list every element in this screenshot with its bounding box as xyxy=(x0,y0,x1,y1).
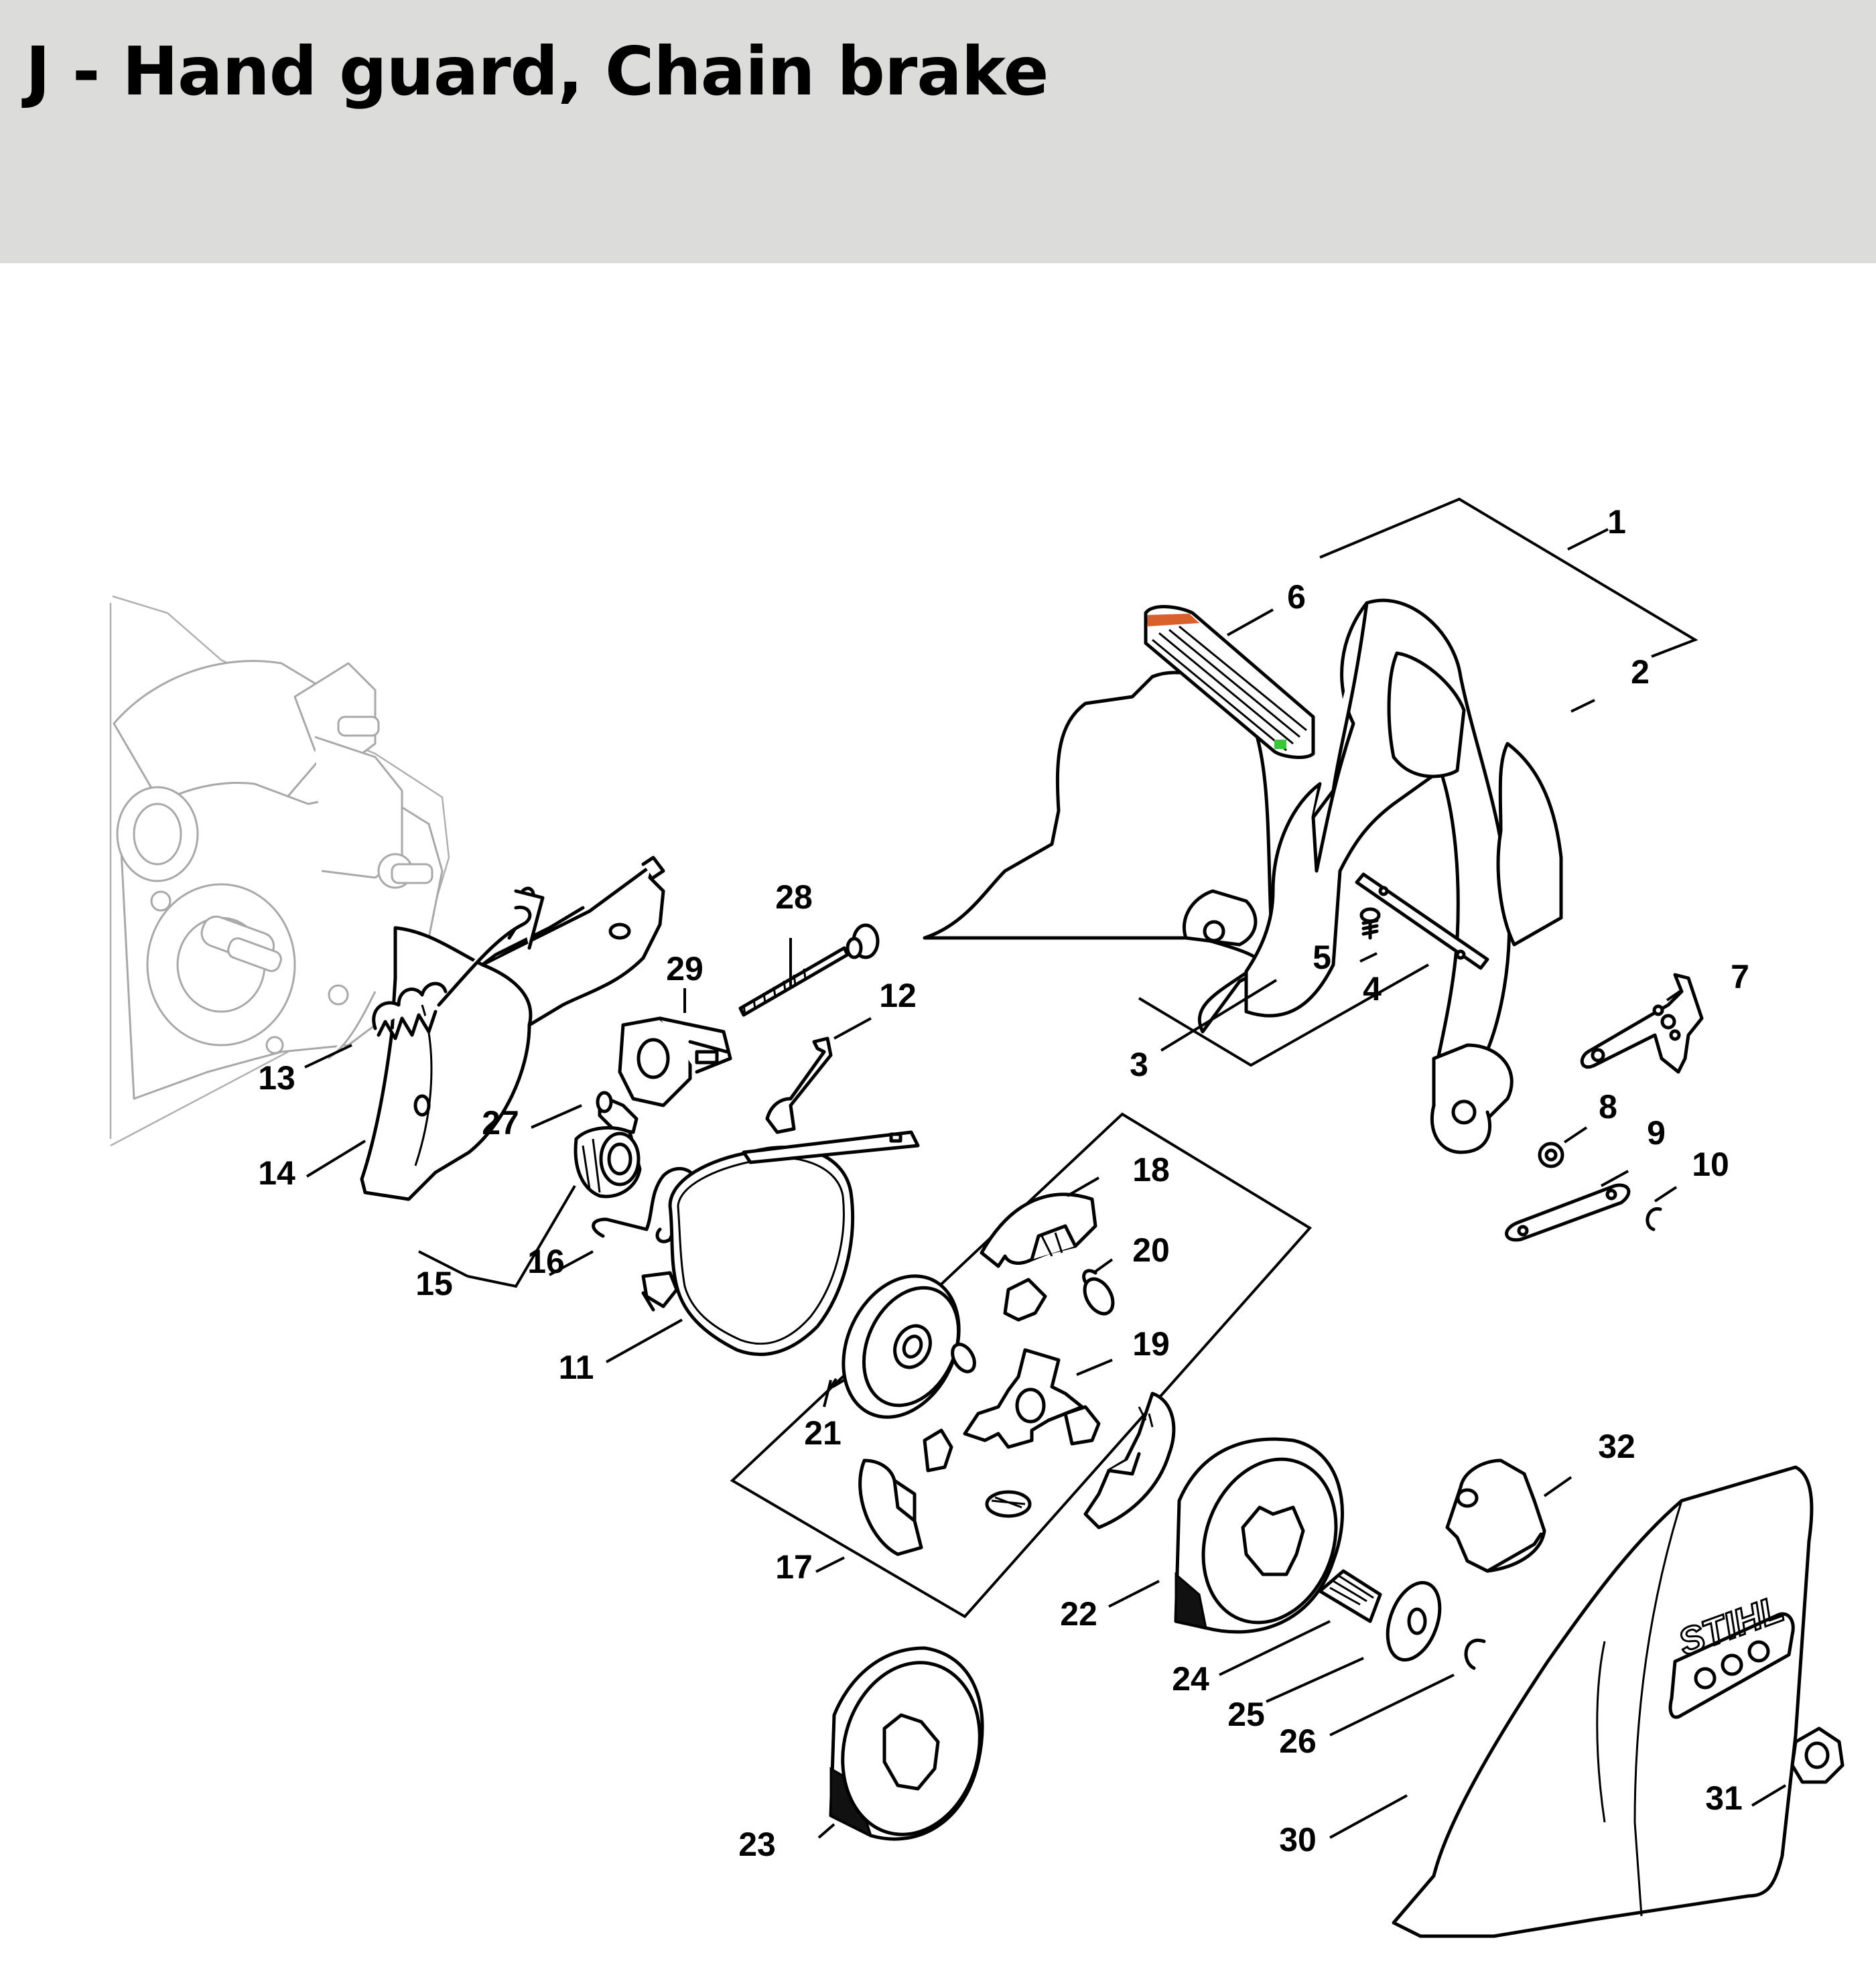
rim-sprocket-drum-part xyxy=(829,1646,984,1841)
callout-30: 30 xyxy=(1279,1821,1317,1858)
callout-16: 16 xyxy=(527,1243,565,1280)
callout-19: 19 xyxy=(1132,1325,1170,1363)
callout-3: 3 xyxy=(1130,1046,1148,1083)
callout-27: 27 xyxy=(482,1104,519,1142)
callout-6: 6 xyxy=(1287,578,1306,616)
callout-23: 23 xyxy=(738,1826,776,1863)
spring-sleeve-part xyxy=(574,1126,642,1199)
callout-5: 5 xyxy=(1313,939,1331,976)
callout-2: 2 xyxy=(1631,653,1650,691)
chain-brake-cover-part xyxy=(360,856,665,1201)
clutch-washer-part xyxy=(842,1274,961,1419)
clutch-small-parts xyxy=(923,1269,1115,1518)
callout-12: 12 xyxy=(879,977,917,1014)
clutch-drum-washer-part xyxy=(1386,1580,1442,1662)
clutch-shoe-right-part xyxy=(1083,1391,1176,1529)
washer-part xyxy=(1538,1142,1564,1168)
callout-11: 11 xyxy=(559,1349,594,1386)
link-part xyxy=(1505,1183,1631,1242)
callout-31: 31 xyxy=(1705,1779,1743,1817)
callout-13: 13 xyxy=(258,1059,295,1097)
callout-8: 8 xyxy=(1599,1088,1617,1126)
callout-32: 32 xyxy=(1598,1428,1635,1465)
clutch-shoe-bottom-part xyxy=(858,1458,923,1556)
needle-cage-part xyxy=(1318,1569,1382,1623)
bushing-part xyxy=(596,1091,639,1134)
e-clip-part xyxy=(1646,1207,1662,1231)
callout-24: 24 xyxy=(1172,1660,1209,1698)
engine-housing-background xyxy=(109,595,450,1147)
grip-label-part xyxy=(1144,605,1315,759)
clutch-carrier-part xyxy=(963,1348,1084,1449)
brake-spring-part xyxy=(372,905,532,1040)
leader-lines xyxy=(304,497,1787,1839)
header-bar: J - Hand guard, Chain brake xyxy=(0,0,1876,263)
sprocket-cover-part: STIHL xyxy=(1392,1465,1814,1938)
drum-e-clip-part xyxy=(1464,1638,1486,1670)
brake-band-part xyxy=(641,1130,920,1356)
callout-labels: 1 2 3 4 5 6 7 8 9 10 11 12 13 14 15 16 1… xyxy=(258,503,1749,1863)
callout-21: 21 xyxy=(804,1414,842,1452)
brake-lever-part xyxy=(1445,1458,1546,1573)
hand-guard-part xyxy=(923,598,1563,1154)
tensioner-slide-part xyxy=(618,1016,732,1107)
callout-25: 25 xyxy=(1227,1696,1265,1733)
callout-10: 10 xyxy=(1692,1146,1729,1183)
callout-28: 28 xyxy=(775,878,813,916)
screw-part xyxy=(1359,907,1381,940)
exploded-parts-diagram: STIHL xyxy=(0,263,1876,1972)
brake-band-hook-part xyxy=(765,1036,833,1134)
lever-part xyxy=(1580,973,1704,1074)
plate-part xyxy=(1355,872,1489,970)
callout-14: 14 xyxy=(258,1154,295,1192)
tensioner-screw-part xyxy=(738,923,880,1017)
callout-7: 7 xyxy=(1731,958,1749,996)
callout-9: 9 xyxy=(1647,1114,1666,1152)
clutch-shoe-top-part xyxy=(980,1193,1097,1268)
callout-4: 4 xyxy=(1363,970,1382,1008)
callout-15: 15 xyxy=(415,1265,453,1302)
callout-22: 22 xyxy=(1060,1595,1097,1633)
callout-18: 18 xyxy=(1132,1151,1170,1188)
clutch-drum-part xyxy=(1174,1437,1344,1634)
callout-17: 17 xyxy=(775,1548,813,1586)
callout-29: 29 xyxy=(666,950,704,988)
callout-20: 20 xyxy=(1132,1231,1170,1269)
collar-nut-part xyxy=(1790,1726,1845,1784)
callout-26: 26 xyxy=(1279,1722,1317,1760)
page-title: J - Hand guard, Chain brake xyxy=(25,32,1049,111)
callout-1: 1 xyxy=(1607,503,1626,541)
